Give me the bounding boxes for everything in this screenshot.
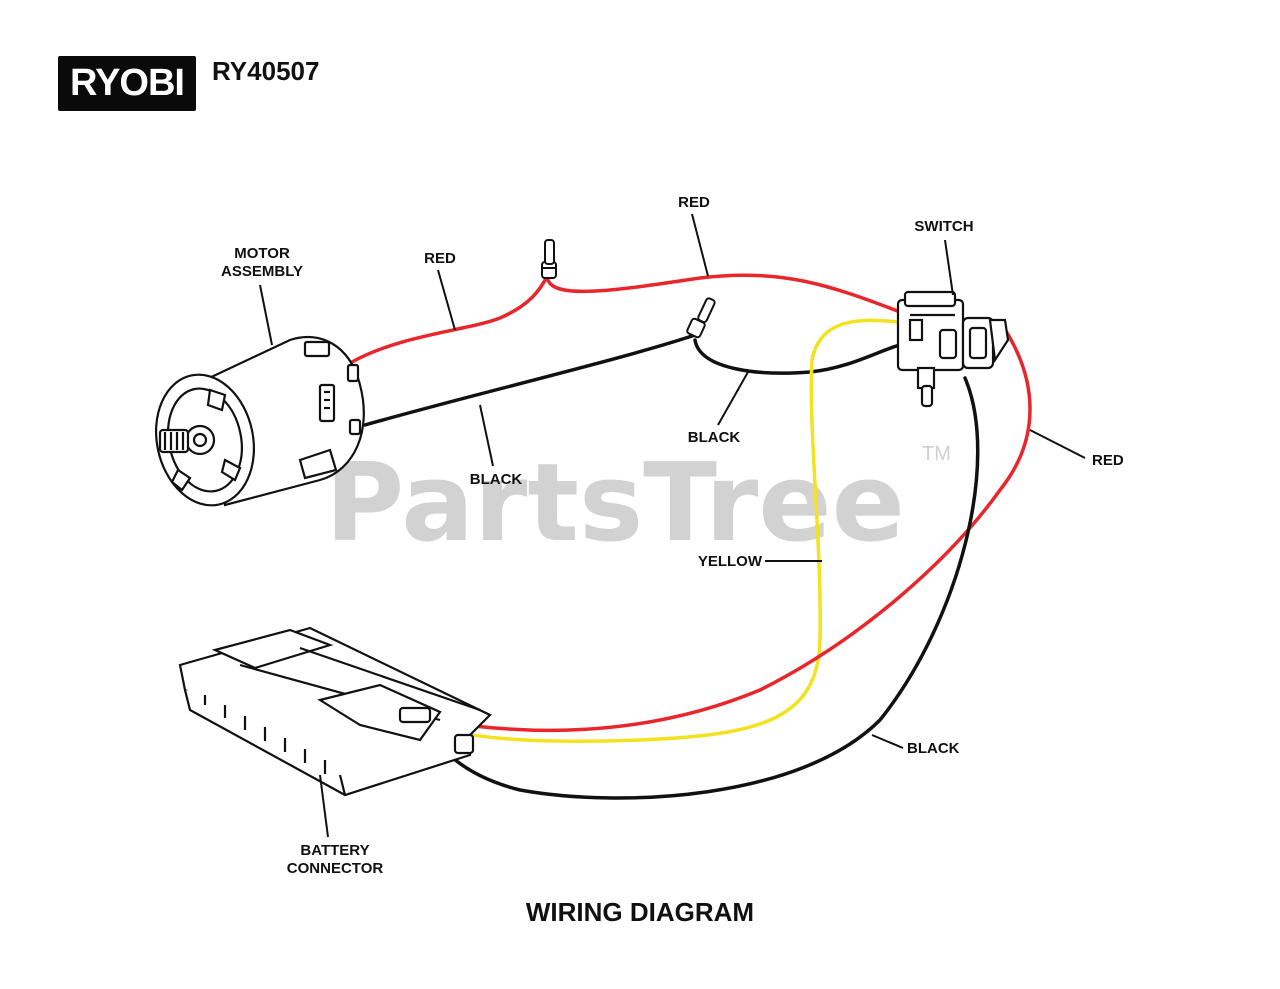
watermark-text: PartsTree [325,441,905,566]
label-black-bottom: BLACK [907,740,960,757]
leader-switch [944,239,954,296]
leader-red-right [1029,429,1086,459]
leader-red-top [691,213,709,277]
label-red-right: RED [1092,452,1124,469]
terminal-black [686,297,716,339]
leader-black-mid [717,371,749,426]
leader-black-motor [479,404,494,467]
terminal-red [541,239,557,279]
leader-red-motor [437,269,456,331]
leader-motor [259,284,273,346]
wire-black-mid [693,338,902,375]
wire-black-bottom [423,376,980,800]
logo-text: RYOBI [70,62,185,104]
label-yellow: YELLOW [698,553,763,570]
wire-black-motor [363,333,697,427]
label-red-motor: RED [424,250,456,267]
label-motor-line1: MOTOR [234,245,290,262]
leader-battery [319,774,329,838]
label-black-mid: BLACK [688,429,741,446]
ryobi-logo: RYOBI [58,56,196,111]
model-number: RY40507 [212,56,320,86]
wire-red-motor [350,273,550,364]
switch-component [896,290,1010,408]
label-black-motor: BLACK [470,471,523,488]
label-red-top: RED [678,194,710,211]
label-battery-line1: BATTERY [300,842,369,859]
diagram-title: WIRING DIAGRAM [525,897,755,927]
motor-assembly [154,335,365,507]
watermark-trademark: TM [922,443,951,465]
wire-yellow [418,318,900,744]
label-switch: SWITCH [914,218,973,235]
wire-red-right [430,320,1032,733]
label-motor-line2: ASSEMBLY [221,263,303,280]
leader-black-bottom [871,734,904,749]
wire-red-top [546,273,902,314]
battery-connector [178,626,492,797]
label-battery-line2: CONNECTOR [287,860,384,877]
